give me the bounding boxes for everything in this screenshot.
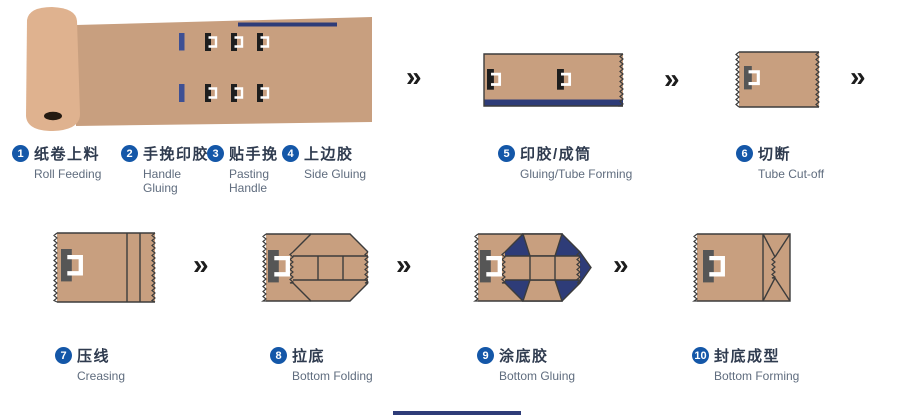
- step-number-badge: 2: [121, 145, 138, 162]
- step-title-en: Bottom Folding: [292, 369, 373, 383]
- crease-line: [126, 233, 141, 302]
- side-glue-bar: [238, 22, 337, 27]
- step-label-6: 6 切断 Tube Cut-off: [736, 143, 824, 181]
- bottom-seal-fold: [762, 233, 791, 302]
- step-number-badge: 10: [692, 347, 709, 364]
- step-title-en: Side Gluing: [304, 167, 367, 181]
- bottom-forming-stage: [692, 233, 791, 302]
- top-flap: [523, 234, 562, 256]
- step-label-4: 4 上边胶 Side Gluing: [282, 143, 366, 181]
- flow-arrow: »: [396, 249, 412, 280]
- step-label-2: 2 手挽印胶 Handle Gluing: [121, 143, 209, 196]
- flow-arrow: »: [613, 249, 629, 280]
- roll-core-hole: [44, 111, 62, 121]
- step-title-en: Bottom Gluing: [499, 369, 576, 383]
- step-number-badge: 1: [12, 145, 29, 162]
- step-title-zh: 拉底: [292, 348, 326, 365]
- step-number-badge: 6: [736, 145, 753, 162]
- step-title-zh: 手挽印胶: [143, 146, 210, 163]
- step-title-en: Tube Cut-off: [758, 167, 825, 181]
- step-title-zh: 涂底胶: [499, 348, 549, 365]
- flow-arrow: »: [193, 249, 209, 280]
- creasing-stage: [52, 232, 156, 303]
- flow-arrow: »: [406, 61, 422, 92]
- step-number-badge: 8: [270, 347, 287, 364]
- paper-web: [76, 17, 372, 126]
- step-title-en: Creasing: [77, 369, 126, 383]
- step-title-en: Pasting Handle: [229, 167, 270, 196]
- step-number-badge: 7: [55, 347, 72, 364]
- step-title-zh: 上边胶: [304, 146, 354, 163]
- paper-web-stage: [26, 7, 372, 131]
- cropped-next-row-element: [393, 411, 521, 415]
- step-title-zh: 贴手挽: [229, 146, 279, 163]
- step-title-zh: 印胶/成筒: [520, 146, 592, 163]
- step-label-3: 3 贴手挽 Pasting Handle: [207, 143, 287, 196]
- flow-arrow: »: [664, 63, 680, 94]
- handle-glue-line: [179, 33, 185, 51]
- step-title-en: Roll Feeding: [34, 167, 102, 181]
- step-title-en: Handle Gluing: [143, 167, 182, 196]
- flow-arrow: »: [850, 61, 866, 92]
- handle-glue-line: [179, 84, 185, 102]
- step-label-7: 7 压线 Creasing: [55, 345, 125, 383]
- step-label-9: 9 涂底胶 Bottom Gluing: [477, 345, 575, 383]
- step-label-1: 1 纸卷上料 Roll Feeding: [12, 143, 101, 181]
- tube-cutoff-stage: [735, 51, 820, 108]
- tube-forming-stage: [483, 53, 625, 107]
- step-title-zh: 封底成型: [714, 348, 781, 365]
- bottom-flap: [523, 280, 562, 301]
- bottom-gluing-stage: [473, 233, 592, 302]
- step-number-badge: 9: [477, 347, 494, 364]
- step-number-badge: 5: [498, 145, 515, 162]
- step-number-badge: 4: [282, 145, 299, 162]
- step-number-badge: 3: [207, 145, 224, 162]
- step-title-zh: 压线: [77, 348, 111, 365]
- step-label-5: 5 印胶/成筒 Gluing/Tube Forming: [498, 143, 632, 181]
- bottom-glue-bar: [484, 99, 623, 106]
- step-title-en: Gluing/Tube Forming: [520, 167, 633, 181]
- bottom-folding-stage: [261, 233, 370, 302]
- paper-roll: [26, 7, 80, 131]
- step-title-zh: 切断: [758, 146, 792, 163]
- step-title-zh: 纸卷上料: [34, 146, 101, 163]
- step-label-10: 10 封底成型 Bottom Forming: [692, 345, 799, 383]
- step-title-en: Bottom Forming: [714, 369, 800, 383]
- step-label-8: 8 拉底 Bottom Folding: [270, 345, 373, 383]
